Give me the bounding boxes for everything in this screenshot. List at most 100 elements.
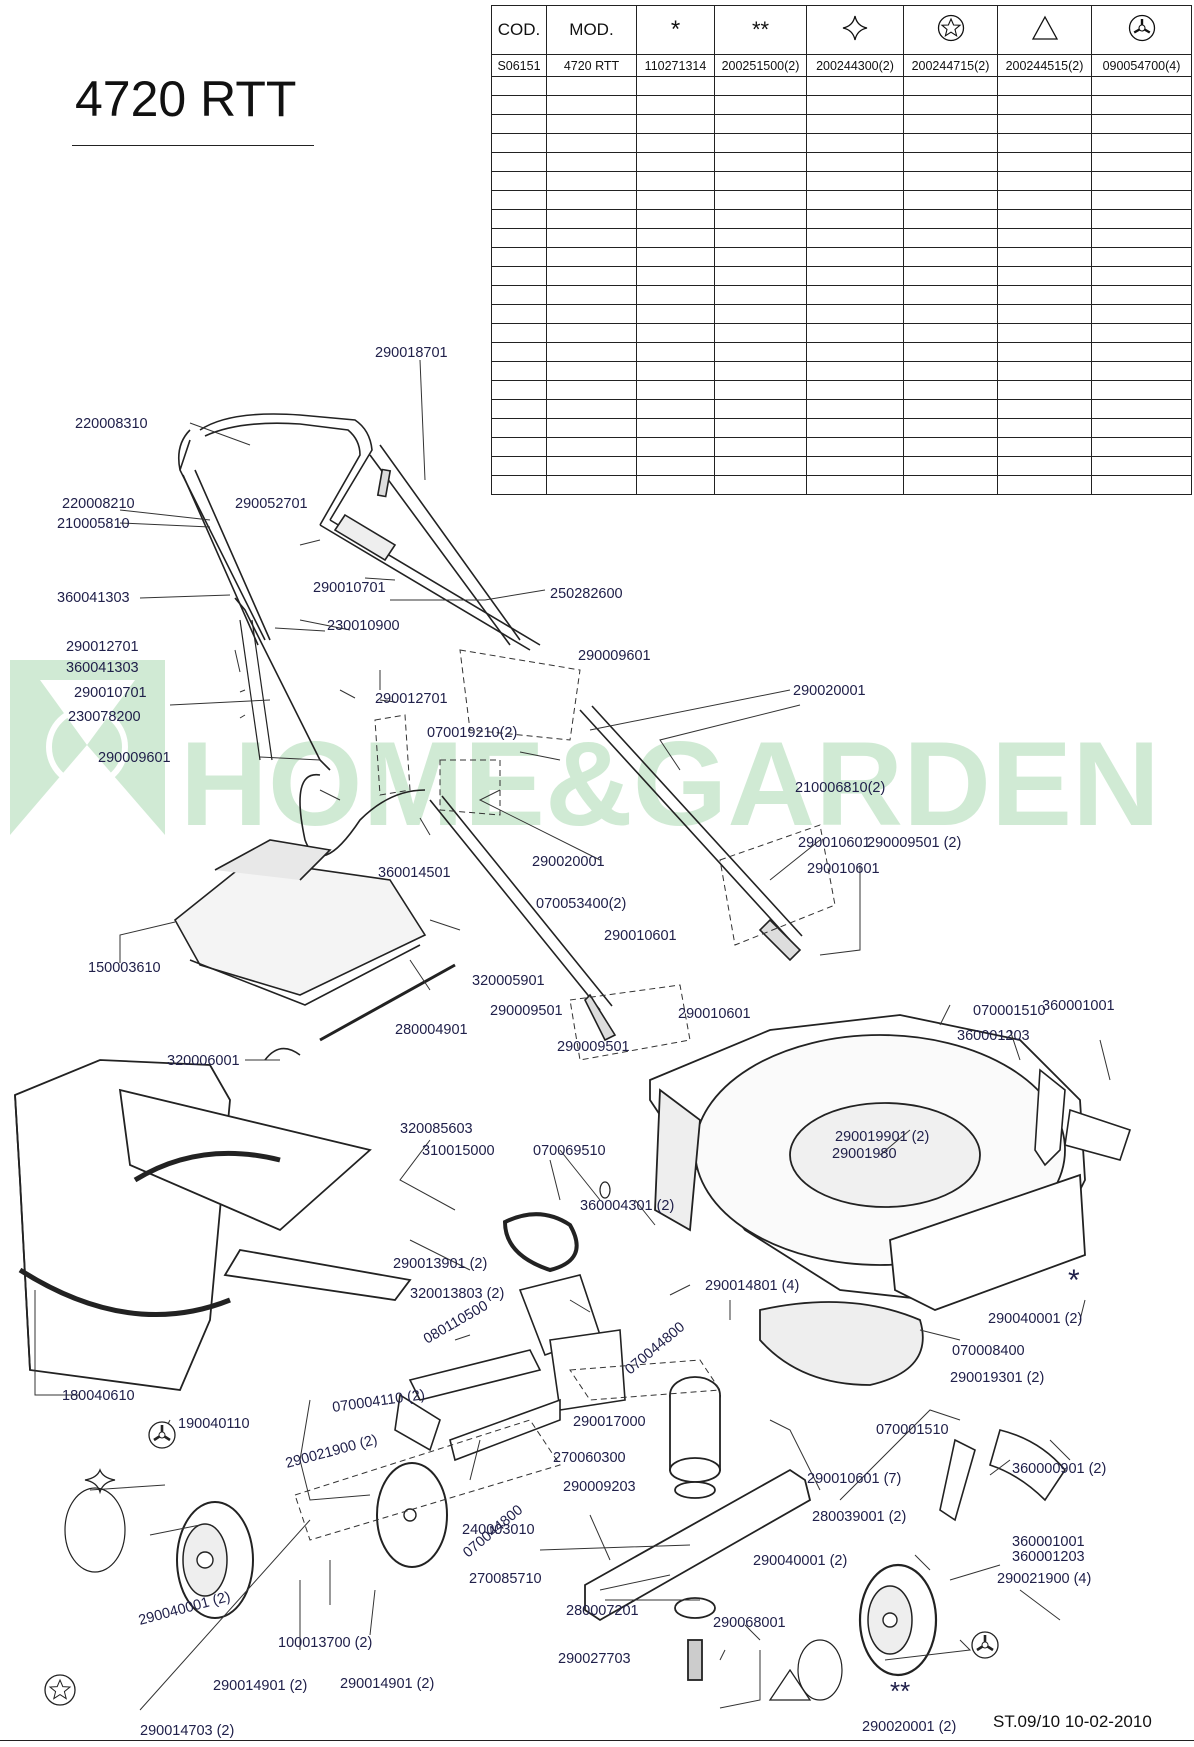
part-label: 360041303 (57, 590, 130, 606)
part-label: 280039001 (2) (812, 1509, 906, 1525)
part-label: 230010900 (327, 618, 400, 634)
part-label: 360041303 (66, 660, 139, 676)
hub-circle-icon (971, 1631, 999, 1659)
part-label: 290009501 (2) (867, 835, 961, 851)
part-label: 360001203 (1012, 1549, 1085, 1565)
part-label: 270060300 (553, 1450, 626, 1466)
part-label: 290014901 (2) (213, 1678, 307, 1694)
rear-rod (319, 963, 456, 1042)
cell-hub-circle: 090054700(4) (1091, 54, 1192, 77)
part-label: 210005810 (57, 516, 130, 532)
part-label: 070069510 (533, 1143, 606, 1159)
part-label: 290068001 (713, 1615, 786, 1631)
table-row (491, 380, 1192, 400)
part-label: 290010601 (807, 861, 880, 877)
part-label: 290040001 (2) (753, 1553, 847, 1569)
table-row (491, 323, 1192, 343)
star4-icon (806, 5, 904, 55)
part-number-labels: 2900187012200083102200082102100058102900… (57, 345, 1115, 1739)
part-label: 290021900 (2) (284, 1432, 379, 1472)
part-label: 360001001 (1012, 1534, 1085, 1550)
triangle-icon (768, 1668, 812, 1701)
table-row (491, 399, 1192, 419)
table-row (491, 209, 1192, 229)
table-row (491, 304, 1192, 324)
table-header-row: COD. MOD. * ** (491, 5, 1192, 55)
watermark-text: HOME&GARDEN (180, 717, 1160, 851)
part-label: 220008210 (62, 496, 135, 512)
leader-lines (34, 359, 1111, 1711)
part-label: 290012701 (66, 639, 139, 655)
part-label: 280007201 (566, 1603, 639, 1619)
table-cell (1091, 475, 1192, 495)
part-label: 360014501 (378, 865, 451, 881)
table-row (491, 190, 1192, 210)
hubcap-outline (64, 1487, 126, 1573)
star4-icon (84, 1468, 116, 1495)
part-label: 290027703 (558, 1651, 631, 1667)
drive-gearbox (394, 1274, 626, 1462)
handle-assembly (177, 413, 541, 857)
part-label: 360000901 (2) (1012, 1461, 1106, 1477)
cell-cod: S06151 (491, 54, 547, 77)
part-label: 230078200 (68, 709, 141, 725)
cell-star4: 200244300(2) (806, 54, 904, 77)
empty-rows (491, 76, 1192, 495)
double-star-marker: ** (890, 1676, 910, 1706)
oval-clip (599, 1181, 611, 1199)
front-wheel (858, 1563, 938, 1677)
part-label: 290010701 (313, 580, 386, 596)
col-cod: COD. (491, 5, 547, 55)
rear-wheel-left (176, 1501, 254, 1619)
part-label: 070001510 (876, 1422, 949, 1438)
watermark-logo (10, 660, 165, 835)
part-label: 290009601 (578, 648, 651, 664)
blade-assembly (584, 1376, 812, 1681)
part-label: 320013803 (2) (410, 1286, 504, 1302)
part-label: 360004301 (2) (580, 1198, 674, 1214)
part-label: 290020001 (793, 683, 866, 699)
part-label: 190040110 (178, 1416, 250, 1432)
star-circle-icon (44, 1674, 76, 1706)
part-label: 290009203 (563, 1479, 636, 1495)
part-label: 290010601 (604, 928, 677, 944)
rear-wheel-right (376, 1462, 448, 1568)
table-row (491, 475, 1192, 495)
part-label: 280004901 (395, 1022, 468, 1038)
part-label: 290010601 (7) (807, 1471, 901, 1487)
dashed-groups (294, 649, 836, 1541)
spring-320006001 (264, 1047, 301, 1061)
part-label: 360001203 (957, 1028, 1030, 1044)
part-label: 320085603 (400, 1121, 473, 1137)
part-label: 220008310 (75, 416, 148, 432)
part-label: 070001510 (973, 1003, 1046, 1019)
bottom-rule (0, 1740, 1194, 1741)
hub-circle-icon (1091, 5, 1192, 55)
lower-handle (429, 705, 803, 1042)
v-belt (502, 1212, 579, 1273)
part-label: 290020001 (2) (862, 1719, 956, 1735)
table-row (491, 418, 1192, 438)
part-label: 210006810(2) (795, 780, 885, 796)
part-label: 270085710 (469, 1571, 542, 1587)
part-label: 290009501 (557, 1039, 630, 1055)
part-label: 29001980 (832, 1146, 897, 1162)
cell-star-circle: 200244715(2) (903, 54, 998, 77)
model-title: 4720 RTT (75, 71, 297, 127)
part-label: 180040610 (62, 1388, 135, 1404)
part-label: 290010601 (678, 1006, 751, 1022)
table-row (491, 76, 1192, 96)
part-label: 320006001 (167, 1053, 240, 1069)
part-label: 290010701 (74, 685, 147, 701)
table-row (491, 361, 1192, 381)
part-label: 070019210(2) (427, 725, 517, 741)
part-label: 290017000 (573, 1414, 646, 1430)
part-label: 320005901 (472, 973, 545, 989)
part-label: 310015000 (422, 1143, 495, 1159)
parts-table: COD. MOD. * ** S06151 4720 RTT 110271314… (491, 5, 1192, 495)
part-label: 290019301 (2) (950, 1370, 1044, 1386)
part-label: 290013901 (2) (393, 1256, 487, 1272)
table-row (491, 95, 1192, 115)
cell-single-star: 110271314 (636, 54, 715, 77)
